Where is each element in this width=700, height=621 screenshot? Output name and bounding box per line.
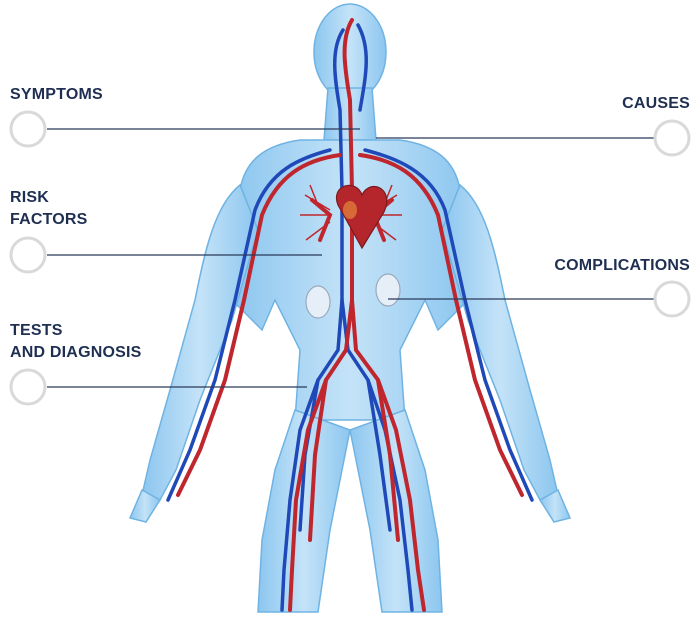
complications-label[interactable]: COMPLICATIONS [554, 257, 690, 274]
head [313, 3, 387, 101]
veins [166, 23, 534, 612]
kidneys [305, 273, 401, 319]
causes-label[interactable]: CAUSES [622, 95, 690, 112]
left-leg [257, 409, 351, 613]
leader-lines [47, 128, 655, 388]
left-hand [128, 488, 162, 523]
tests-and-diagnosis-label[interactable]: TESTS AND DIAGNOSIS [10, 322, 142, 361]
tests-hotspot-circle-icon[interactable] [9, 368, 47, 406]
symptoms-hotspot-circle-icon[interactable] [9, 110, 47, 148]
left-kidney [305, 285, 331, 319]
heart [335, 184, 388, 250]
symptoms-label[interactable]: SYMPTOMS [10, 86, 103, 103]
right-hand [538, 488, 572, 523]
risk-factors-label[interactable]: RISK FACTORS [10, 189, 88, 228]
left-arm [141, 183, 259, 501]
arteries [176, 18, 524, 612]
right-arm [441, 183, 559, 501]
risk-factors-hotspot-circle-icon[interactable] [9, 236, 47, 274]
right-kidney [375, 273, 401, 307]
complications-hotspot-circle-icon[interactable] [653, 280, 691, 318]
causes-hotspot-circle-icon[interactable] [653, 119, 691, 157]
